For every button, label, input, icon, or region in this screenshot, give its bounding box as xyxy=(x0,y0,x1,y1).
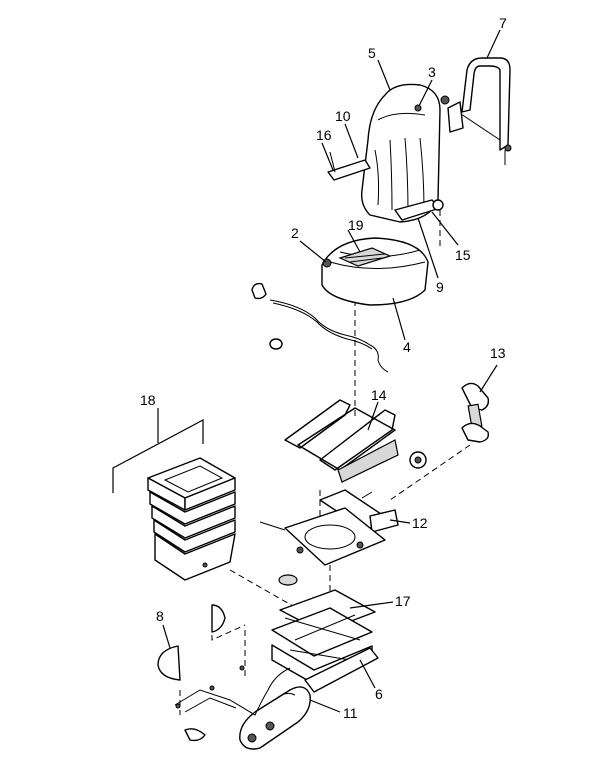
callout-10: 10 xyxy=(335,108,351,124)
callout-13: 13 xyxy=(490,345,506,361)
part-13-damper xyxy=(461,382,490,443)
mount-plate xyxy=(211,604,246,641)
part-11-control-panel xyxy=(239,686,311,750)
part-14-slide-frame xyxy=(284,399,427,483)
callout-6: 6 xyxy=(375,686,383,702)
part-12-swivel-plate xyxy=(259,489,399,566)
callout-17: 17 xyxy=(395,593,411,609)
part-17-suspension xyxy=(271,574,376,685)
bracket-18 xyxy=(112,408,204,493)
lower-wiring xyxy=(174,665,291,742)
callout-2: 2 xyxy=(291,225,299,241)
part-18-bellows xyxy=(147,457,236,581)
callout-11: 11 xyxy=(343,705,358,721)
callout-5: 5 xyxy=(368,45,376,61)
callout-19: 19 xyxy=(348,217,364,233)
callout-7: 7 xyxy=(499,15,507,31)
wire-harness xyxy=(251,282,389,373)
part-7-frame xyxy=(440,57,512,165)
callout-8: 8 xyxy=(156,608,164,624)
callout-16: 16 xyxy=(316,127,332,143)
callout-3: 3 xyxy=(428,64,436,80)
leader-lines xyxy=(162,29,501,713)
part-6-base-plate xyxy=(304,647,379,693)
callout-12: 12 xyxy=(412,515,428,531)
callout-labels: 2 3 4 5 6 7 8 9 10 11 12 13 14 15 16 17 … xyxy=(140,15,507,721)
callout-14: 14 xyxy=(371,387,387,403)
callout-18: 18 xyxy=(140,392,156,408)
callout-9: 9 xyxy=(436,279,444,295)
part-15-armrest-right xyxy=(394,199,444,221)
part-16-armrest-left xyxy=(327,151,371,181)
callout-4: 4 xyxy=(403,339,411,355)
part-8-side-shield xyxy=(157,645,181,681)
part-19-switch-pad xyxy=(338,247,392,267)
callout-15: 15 xyxy=(455,247,471,263)
part-5-seat-back xyxy=(360,83,441,223)
part-4-seat-cushion xyxy=(321,237,429,306)
